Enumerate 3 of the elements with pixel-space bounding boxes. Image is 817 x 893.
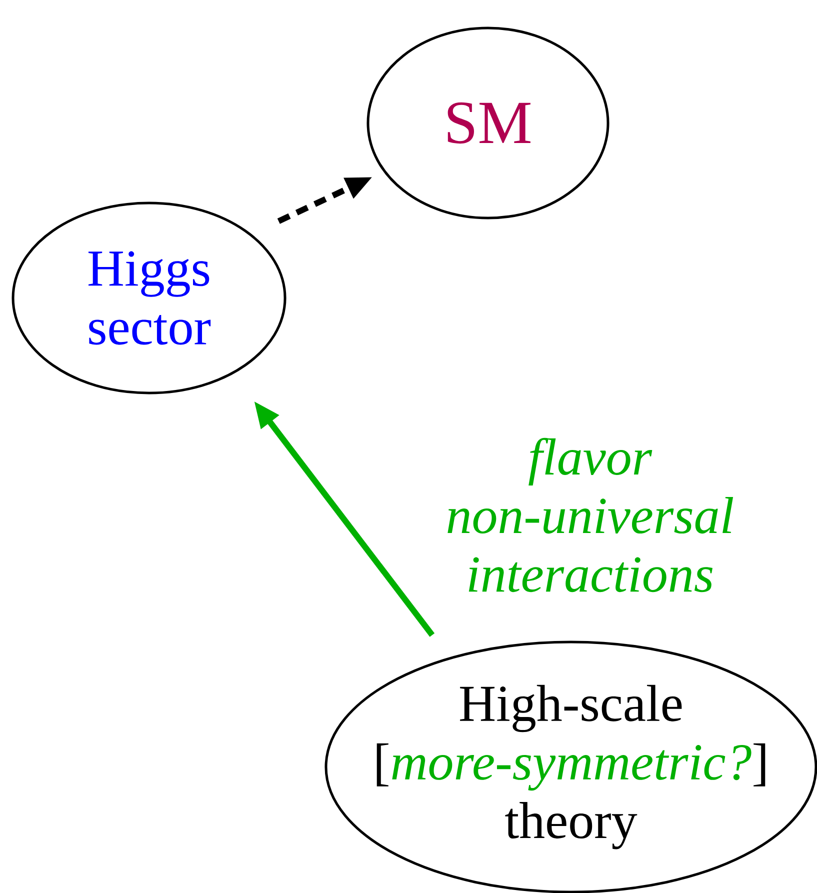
edge-label: flavor non-universal interactions — [422, 435, 758, 595]
ellipse-node: SM — [366, 26, 610, 220]
ellipse-node: Higgs sector — [12, 202, 286, 394]
